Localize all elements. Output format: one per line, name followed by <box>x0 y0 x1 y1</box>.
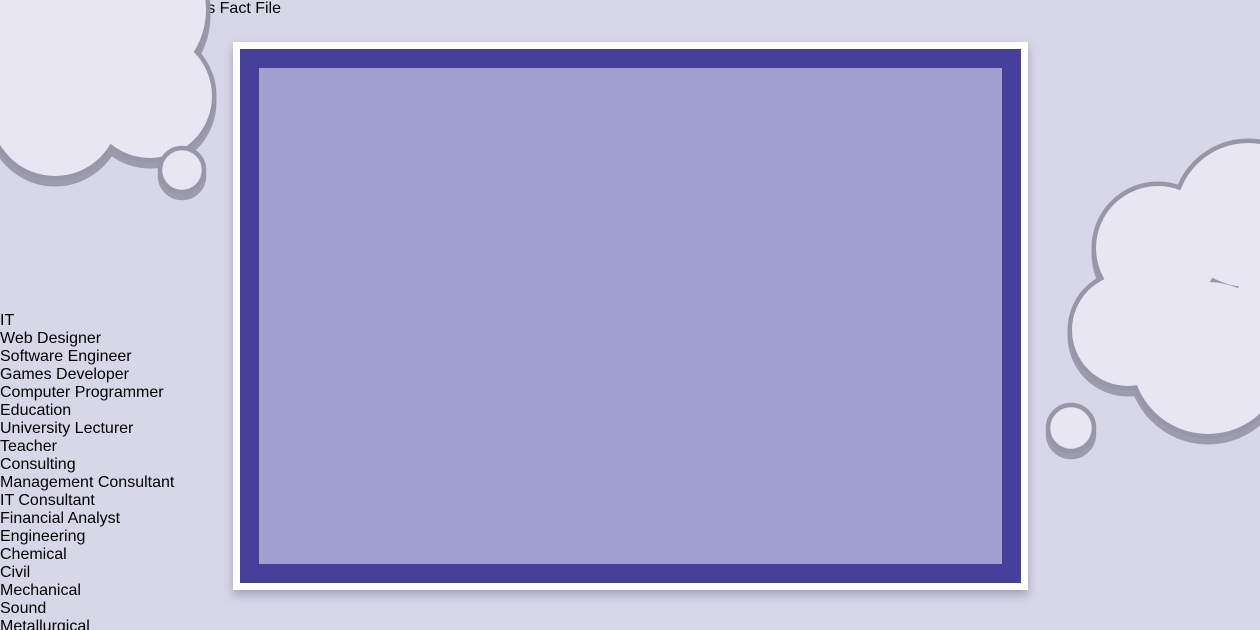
list-item: Civil <box>0 564 1260 582</box>
list-item: IT Consultant <box>0 492 1260 510</box>
connector-it-vertical <box>0 23 5 98</box>
box-consulting-header: Consulting <box>0 456 76 473</box>
connector-science <box>0 270 5 312</box>
list-item: Chemical <box>0 546 1260 564</box>
list-item-label: Web Designer <box>0 330 102 347</box>
list-item: Teacher <box>0 438 1260 456</box>
list-item-label: Games Developer <box>0 366 129 383</box>
list-item: Sound <box>0 600 1260 618</box>
connector-banking <box>0 228 5 270</box>
connector-consulting-horizontal <box>0 138 80 143</box>
fact-file-card <box>233 42 1028 590</box>
list-item: Computer Programmer <box>0 384 1260 402</box>
list-item: Software Engineer <box>0 348 1260 366</box>
list-item-label: IT Consultant <box>0 492 95 509</box>
connector-it-horizontal <box>0 18 90 23</box>
card-purple-frame <box>240 49 1021 583</box>
left-thought-cloud <box>0 0 217 195</box>
list-item-label: Computer Programmer <box>0 384 164 401</box>
list-item: Financial Analyst <box>0 510 1260 528</box>
list-item-label: Civil <box>0 564 31 581</box>
list-item: Web Designer <box>0 330 1260 348</box>
list-item-label: Sound <box>0 600 47 617</box>
polka-dot-background <box>259 68 1002 564</box>
list-item: Metallurgical <box>0 618 1260 630</box>
box-education-header: Education <box>0 402 72 419</box>
list-item-label: Teacher <box>0 438 57 455</box>
list-item: Games Developer <box>0 366 1260 384</box>
list-item-label: Mechanical <box>0 582 81 599</box>
list-item: Mechanical <box>0 582 1260 600</box>
list-item-label: Financial Analyst <box>0 510 121 527</box>
title-prefix: Subject Choices: <box>0 0 125 17</box>
list-item: University Lecturer <box>0 420 1260 438</box>
box-it-header: IT <box>0 312 15 329</box>
list-item-label: Software Engineer <box>0 348 132 365</box>
title-highlight: Mathematics Fact File <box>124 0 281 17</box>
box-engineering-header: Engineering <box>0 528 86 545</box>
list-item-label: Metallurgical <box>0 618 90 630</box>
list-item-label: Chemical <box>0 546 67 563</box>
connector-accounting <box>0 223 73 228</box>
connector-education <box>0 98 5 138</box>
list-item: Management Consultant <box>0 474 1260 492</box>
connector-consulting-vertical <box>0 143 5 218</box>
page-title: Subject Choices: Mathematics Fact File <box>0 0 1260 18</box>
list-item-label: University Lecturer <box>0 420 134 437</box>
list-item-label: Management Consultant <box>0 474 175 491</box>
